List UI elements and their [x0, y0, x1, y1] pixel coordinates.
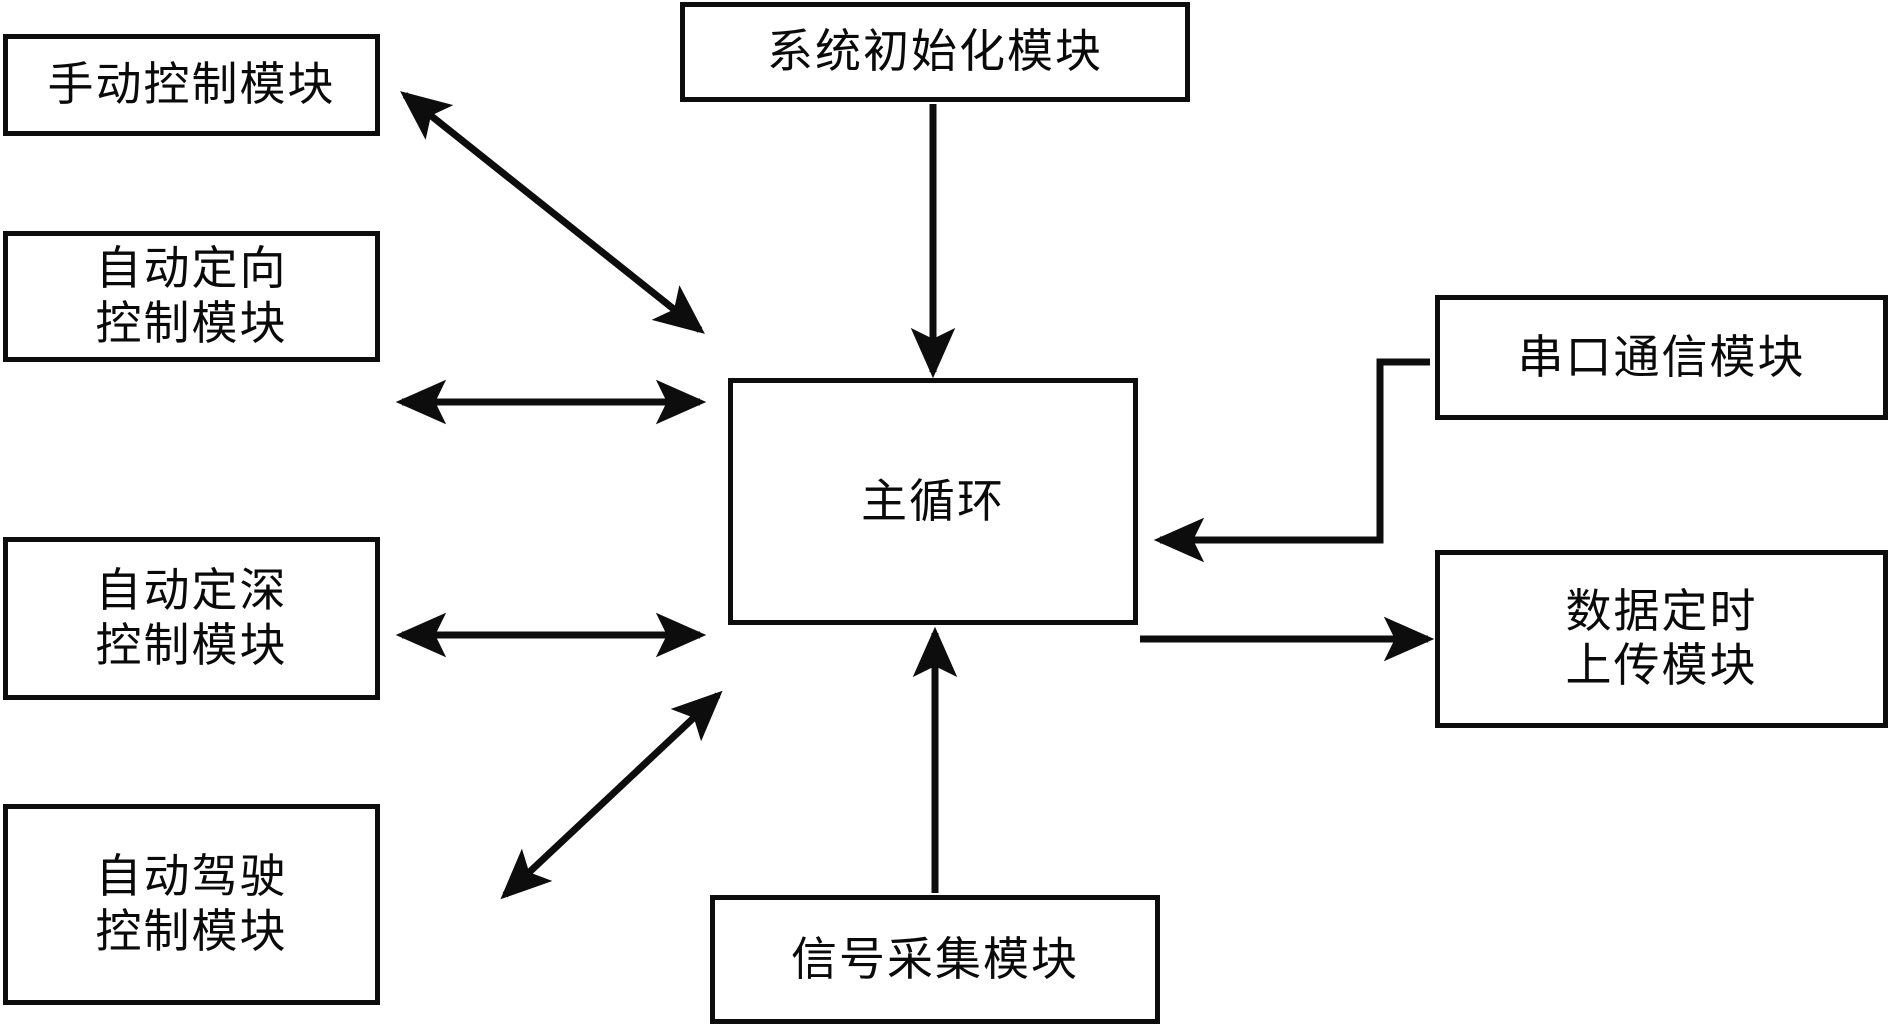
node-auto-depth-control-label-line-2: 控制模块	[95, 619, 288, 671]
node-serial-comm-label-line-1: 串口通信模块	[1517, 331, 1806, 383]
connector-manual-control-to-main-loop	[400, 91, 705, 334]
node-auto-depth-control-label-line-1: 自动定深	[95, 565, 288, 617]
connector-serial-comm-to-main-loop	[1153, 358, 1430, 563]
node-system-init[interactable]: 系统初始化模块	[680, 2, 1190, 102]
node-data-upload-label-line-2: 上传模块	[1565, 640, 1758, 691]
node-auto-heading-control-label-line-2: 控制模块	[95, 297, 288, 349]
node-data-upload[interactable]: 数据定时 上传模块	[1435, 550, 1888, 728]
node-auto-pilot-control[interactable]: 自动驾驶 控制模块	[3, 804, 380, 1005]
node-signal-acquisition[interactable]: 信号采集模块	[710, 895, 1160, 1024]
node-auto-pilot-control-label-line-1: 自动驾驶	[95, 851, 288, 903]
node-main-loop-label-line-1: 主循环	[861, 475, 1005, 527]
node-signal-acquisition-label-line-1: 信号采集模块	[791, 933, 1079, 985]
node-main-loop[interactable]: 主循环	[728, 378, 1138, 625]
node-serial-comm[interactable]: 串口通信模块	[1435, 295, 1888, 420]
node-data-upload-label-line-1: 数据定时	[1565, 585, 1758, 637]
connector-auto-pilot-to-main-loop	[500, 690, 723, 900]
node-auto-depth-control[interactable]: 自动定深 控制模块	[3, 537, 380, 700]
node-auto-pilot-control-label-line-2: 控制模块	[95, 905, 288, 957]
node-auto-heading-control[interactable]: 自动定向 控制模块	[3, 231, 380, 362]
node-system-init-label-line-1: 系统初始化模块	[767, 26, 1103, 78]
node-manual-control-label-line-1: 手动控制模块	[47, 59, 336, 111]
node-auto-heading-control-label-line-1: 自动定向	[95, 243, 288, 295]
node-manual-control[interactable]: 手动控制模块	[3, 34, 380, 136]
